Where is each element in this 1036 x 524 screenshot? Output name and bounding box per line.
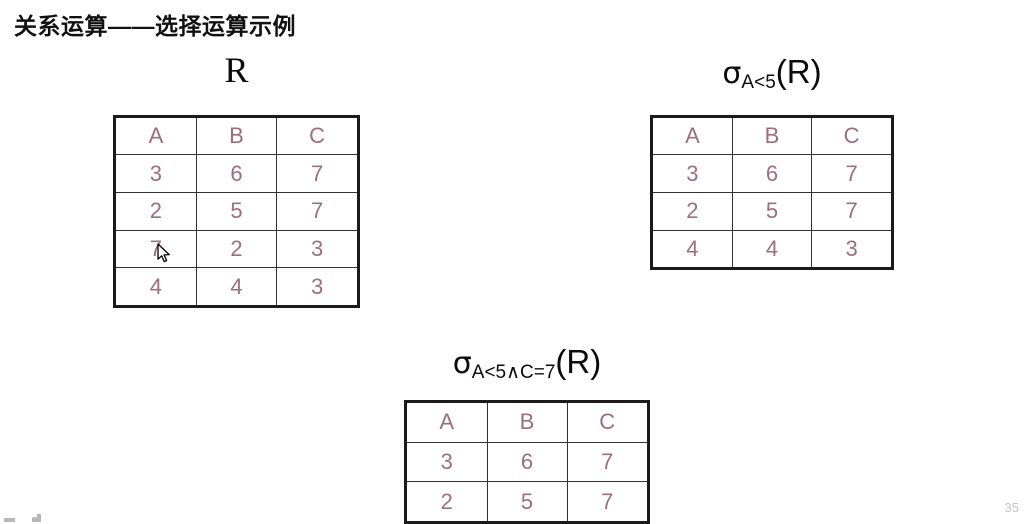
column-header-c: C bbox=[811, 118, 891, 156]
cell: 4 bbox=[653, 229, 733, 267]
table-select-a5-c7-grid: A B C 3 6 7 2 5 7 bbox=[407, 403, 647, 521]
table-row: 2 5 7 bbox=[407, 481, 647, 521]
corner-artifact-mark bbox=[4, 518, 15, 522]
table-relation-r-grid: A B C 3 6 7 2 5 7 7 2 3 4 4 3 bbox=[116, 118, 357, 305]
caption-select-a5: σA<5(R) bbox=[650, 53, 894, 92]
cell: 5 bbox=[486, 481, 568, 521]
column-header-c: C bbox=[566, 403, 647, 443]
caption-relation-r-label: R bbox=[224, 50, 249, 90]
page-number: 35 bbox=[1004, 500, 1019, 515]
table-header-row: A B C bbox=[653, 118, 891, 156]
caption-select-a5-c7: σA<5∧C=7(R) bbox=[404, 343, 650, 382]
table-row: 3 6 7 bbox=[116, 154, 357, 194]
cell: 7 bbox=[276, 154, 357, 194]
cell: 7 bbox=[116, 229, 197, 269]
table-relation-r: A B C 3 6 7 2 5 7 7 2 3 4 4 3 bbox=[113, 115, 360, 308]
table-row: 4 4 3 bbox=[653, 229, 891, 267]
caption-select-a5-c7-subscript-left: A<5 bbox=[471, 362, 507, 383]
cell: 2 bbox=[407, 481, 488, 521]
cell: 6 bbox=[731, 154, 813, 193]
cell: 4 bbox=[731, 229, 813, 267]
table-select-a5-c7: A B C 3 6 7 2 5 7 bbox=[404, 400, 650, 524]
cell: 7 bbox=[566, 441, 647, 483]
column-header-b: B bbox=[731, 118, 813, 156]
sigma-operator-icon: σ bbox=[452, 346, 472, 381]
table-row: 3 6 7 bbox=[653, 154, 891, 193]
page-title: 关系运算——选择运算示例 bbox=[14, 13, 296, 39]
cell: 7 bbox=[566, 481, 647, 521]
column-header-a: A bbox=[653, 118, 733, 156]
cell: 3 bbox=[116, 154, 197, 194]
cell: 3 bbox=[276, 229, 357, 269]
column-header-b: B bbox=[195, 118, 278, 156]
table-row: 7 2 3 bbox=[116, 229, 357, 269]
cell: 2 bbox=[653, 191, 733, 231]
cell: 6 bbox=[195, 154, 278, 194]
column-header-b: B bbox=[486, 403, 568, 443]
caption-select-a5-subscript: A<5 bbox=[741, 72, 776, 93]
cell: 2 bbox=[116, 192, 197, 231]
cell: 6 bbox=[486, 441, 568, 483]
cell: 5 bbox=[195, 192, 278, 231]
corner-artifact-mark bbox=[32, 514, 41, 522]
cell: 3 bbox=[407, 441, 488, 483]
column-header-c: C bbox=[276, 118, 357, 156]
caption-select-a5-c7-argument: (R) bbox=[555, 343, 602, 380]
caption-select-a5-argument: (R) bbox=[775, 53, 822, 90]
logical-and-icon: ∧ bbox=[506, 362, 521, 383]
cell: 3 bbox=[811, 229, 891, 267]
cell: 5 bbox=[731, 191, 813, 231]
column-header-a: A bbox=[407, 403, 488, 443]
table-row: 4 4 3 bbox=[116, 267, 357, 305]
cell: 3 bbox=[653, 154, 733, 193]
corner-artifact bbox=[4, 510, 64, 524]
sigma-operator-icon: σ bbox=[722, 56, 742, 91]
cell: 7 bbox=[811, 154, 891, 193]
caption-select-a5-c7-subscript-right: C=7 bbox=[520, 362, 556, 383]
table-row: 2 5 7 bbox=[653, 191, 891, 231]
cell: 7 bbox=[811, 191, 891, 231]
cell: 4 bbox=[195, 267, 278, 305]
column-header-a: A bbox=[116, 118, 197, 156]
table-header-row: A B C bbox=[116, 118, 357, 156]
cell: 3 bbox=[276, 267, 357, 305]
caption-relation-r: R bbox=[113, 52, 360, 88]
table-header-row: A B C bbox=[407, 403, 647, 443]
table-select-a5-grid: A B C 3 6 7 2 5 7 4 4 3 bbox=[653, 118, 891, 267]
table-select-a5: A B C 3 6 7 2 5 7 4 4 3 bbox=[650, 115, 894, 270]
table-row: 3 6 7 bbox=[407, 441, 647, 483]
cell: 4 bbox=[116, 267, 197, 305]
cell: 7 bbox=[276, 192, 357, 231]
cell: 2 bbox=[195, 229, 278, 269]
table-row: 2 5 7 bbox=[116, 192, 357, 231]
